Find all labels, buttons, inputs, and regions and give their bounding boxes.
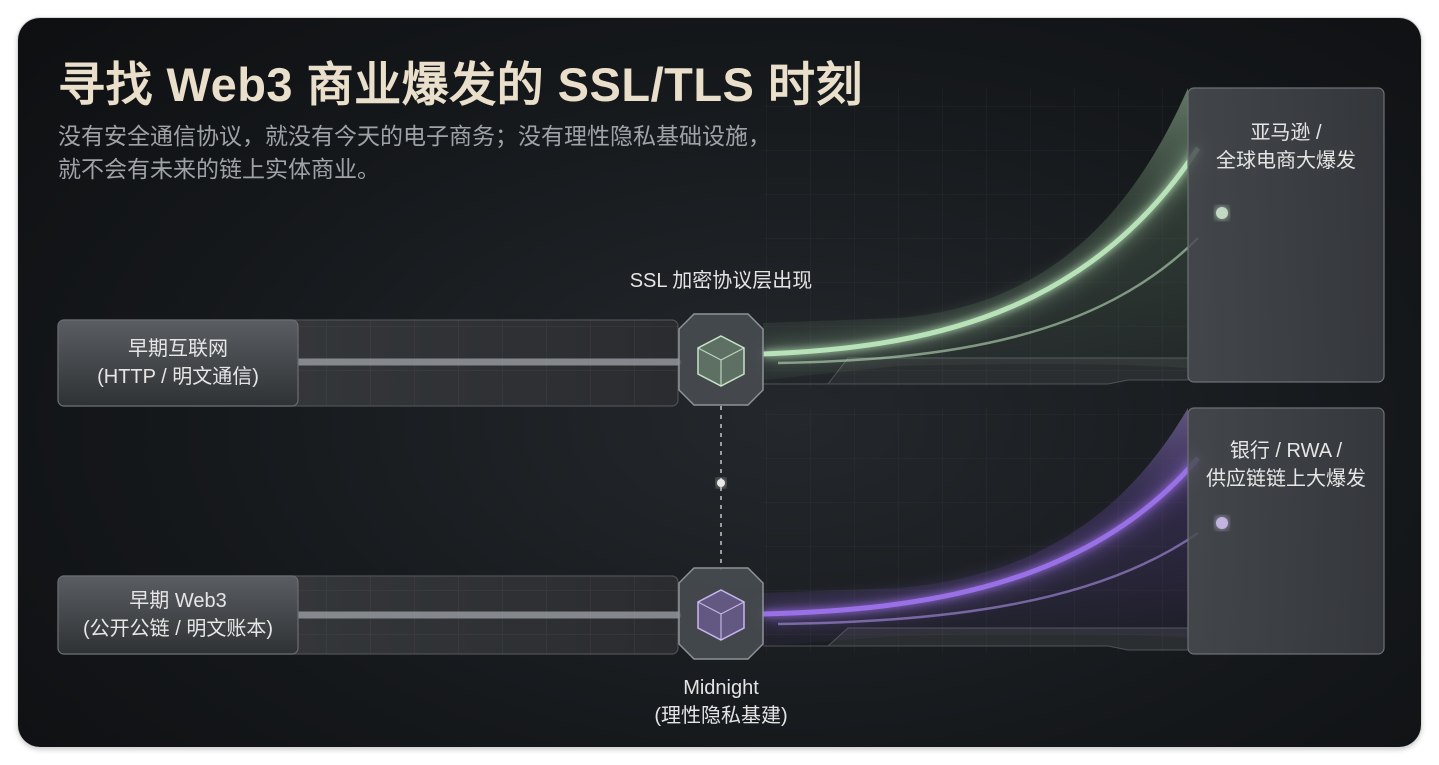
top-start-label: 早期互联网 (HTTP / 明文通信) bbox=[58, 335, 298, 391]
subtitle-line-1: 没有安全通信协议，就没有今天的电子商务；没有理性隐私基础设施， bbox=[58, 120, 938, 153]
connector-dot bbox=[717, 479, 725, 487]
subtitle-line-2: 就不会有未来的链上实体商业。 bbox=[58, 153, 938, 186]
bottom-end-glow-dot bbox=[1216, 517, 1228, 529]
ssl-node bbox=[679, 314, 763, 405]
midnight-line-2: (理性隐私基建) bbox=[571, 702, 871, 730]
top-end-glow-dot bbox=[1216, 207, 1228, 219]
ssl-node-label: SSL 加密协议层出现 bbox=[571, 267, 871, 295]
top-start-line-2: (HTTP / 明文通信) bbox=[58, 363, 298, 391]
bottom-end-line-2: 供应链链上大爆发 bbox=[1188, 465, 1384, 493]
page-title: 寻找 Web3 商业爆发的 SSL/TLS 时刻 bbox=[58, 46, 863, 115]
bottom-start-line-2: (公开公链 / 明文账本) bbox=[58, 615, 298, 643]
top-end-line-2: 全球电商大爆发 bbox=[1188, 147, 1384, 175]
bottom-end-label: 银行 / RWA / 供应链链上大爆发 bbox=[1188, 437, 1384, 493]
page-subtitle: 没有安全通信协议，就没有今天的电子商务；没有理性隐私基础设施， 就不会有未来的链… bbox=[58, 120, 938, 186]
midnight-node bbox=[679, 568, 763, 659]
top-end-line-1: 亚马逊 / bbox=[1188, 119, 1384, 147]
top-end-label: 亚马逊 / 全球电商大爆发 bbox=[1188, 119, 1384, 175]
midnight-line-1: Midnight bbox=[571, 674, 871, 702]
top-start-line-1: 早期互联网 bbox=[58, 335, 298, 363]
midnight-node-label: Midnight (理性隐私基建) bbox=[571, 674, 871, 730]
bottom-start-line-1: 早期 Web3 bbox=[58, 587, 298, 615]
bottom-end-line-1: 银行 / RWA / bbox=[1188, 437, 1384, 465]
vertical-connector bbox=[717, 406, 725, 570]
slide-canvas: 寻找 Web3 商业爆发的 SSL/TLS 时刻 没有安全通信协议，就没有今天的… bbox=[18, 18, 1421, 747]
bottom-start-label: 早期 Web3 (公开公链 / 明文账本) bbox=[58, 587, 298, 643]
